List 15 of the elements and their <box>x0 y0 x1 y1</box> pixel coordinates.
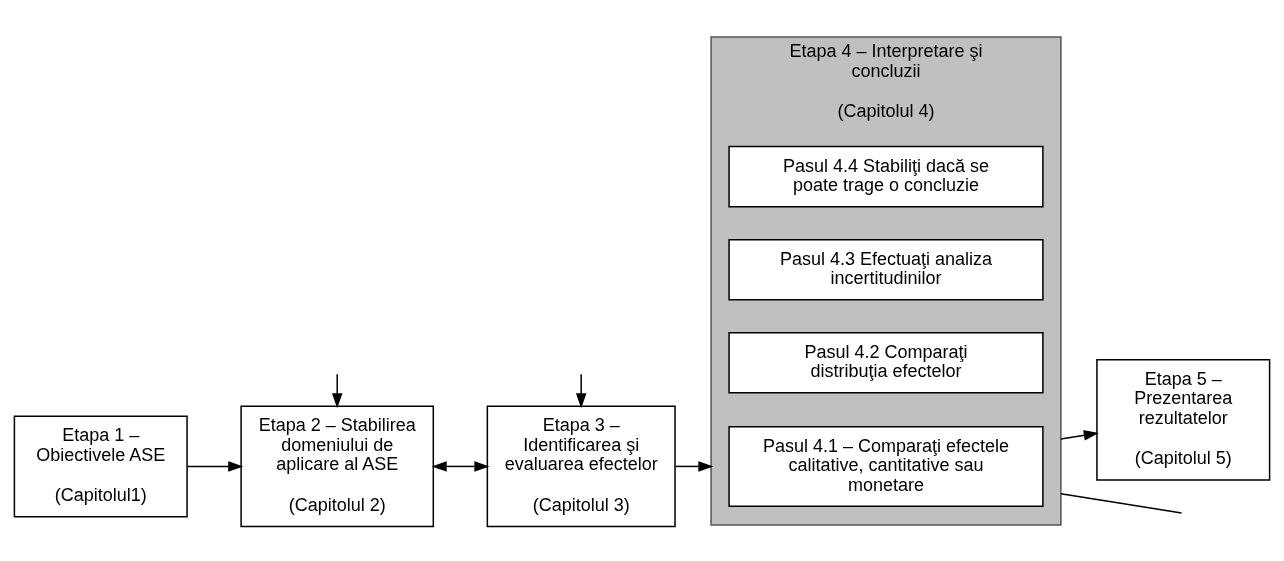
arrow <box>186 460 244 472</box>
arrow <box>1060 429 1099 441</box>
node-box: Pasul 4.4 Stabiliţi dacă se poate trage o concluzie <box>728 145 1044 207</box>
connector <box>1060 492 1183 514</box>
arrow <box>674 460 714 472</box>
node-box: Pasul 4.1 – Comparaţi efectele calitative, cantitative sau monetare <box>728 425 1044 507</box>
arrow <box>431 460 490 472</box>
arrow <box>331 373 343 408</box>
node-box: Pasul 4.3 Efectuaţi analiza incertitudinilor <box>728 238 1044 300</box>
node-box: Etapa 5 – Prezentarea rezultatelor (Capitolul 5) <box>1096 358 1271 481</box>
node-box: Etapa 1 – Obiectivele ASE (Capitolul1) <box>13 414 188 517</box>
node-box: Etapa 2 – Stabilirea domeniului de aplicare al ASE (Capitolul 2) <box>240 405 435 527</box>
node-box: Pasul 4.2 Comparaţi distribuţia efectelor <box>728 331 1044 394</box>
node-box: Etapa 3 – Identificarea şi evaluarea efectelor (Capitolul 3) <box>486 405 676 527</box>
arrow <box>575 373 587 408</box>
